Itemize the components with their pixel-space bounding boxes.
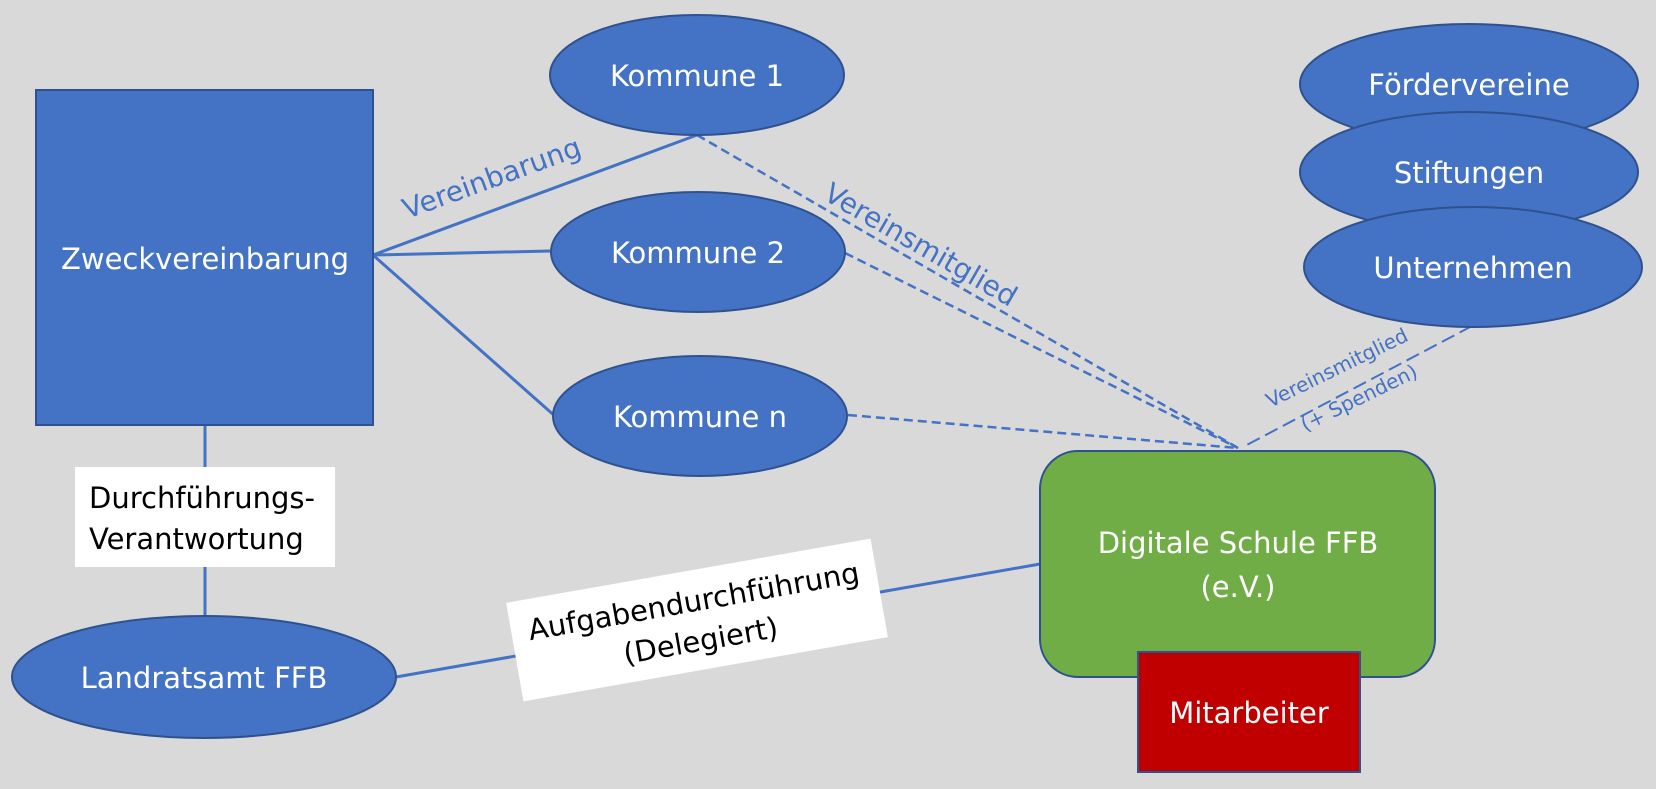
stiftungen-label: Stiftungen xyxy=(1394,156,1544,190)
mitarbeiter-label: Mitarbeiter xyxy=(1169,696,1329,730)
zweckvereinbarung-label: Zweckvereinbarung xyxy=(61,242,349,276)
unternehmen-node xyxy=(1303,206,1643,328)
zweckvereinbarung-box xyxy=(35,89,374,426)
kommune-1-node xyxy=(549,14,845,136)
edge-kommune2-schule xyxy=(844,251,1239,450)
kommune-n-node xyxy=(552,355,848,477)
kommune-2-node xyxy=(550,191,846,313)
edge-kommune1-schule xyxy=(696,133,1239,450)
digitale-schule-label: Digitale Schule FFB xyxy=(1098,526,1379,560)
kommune-2-label: Kommune 2 xyxy=(611,236,785,270)
digitale-schule-box xyxy=(1039,450,1436,678)
edge-kommunen-schule xyxy=(847,413,1239,450)
unternehmen-label: Unternehmen xyxy=(1373,251,1572,285)
edge-unternehmen-schule xyxy=(1242,325,1473,448)
landratsamt-label: Landratsamt FFB xyxy=(81,661,328,695)
kommune-1-label: Kommune 1 xyxy=(610,59,784,93)
landratsamt-node xyxy=(11,615,397,739)
edge-zweck-kommune2 xyxy=(372,249,551,257)
durchfuehrung-label-line1: Durchführungs- xyxy=(89,481,315,515)
edge-zweck-kommune1 xyxy=(372,133,698,257)
kommune-n-label: Kommune n xyxy=(613,400,787,434)
durchfuehrung-label-line2: Verantwortung xyxy=(89,522,304,556)
mitarbeiter-box xyxy=(1137,651,1361,773)
durchfuehrung-label-box xyxy=(75,467,335,567)
digitale-schule-sublabel: (e.V.) xyxy=(1200,570,1275,604)
aufgabe-label-box xyxy=(506,538,888,702)
foerdervereine-label: Fördervereine xyxy=(1368,68,1569,102)
edge-zweck-kommunen xyxy=(372,253,557,419)
